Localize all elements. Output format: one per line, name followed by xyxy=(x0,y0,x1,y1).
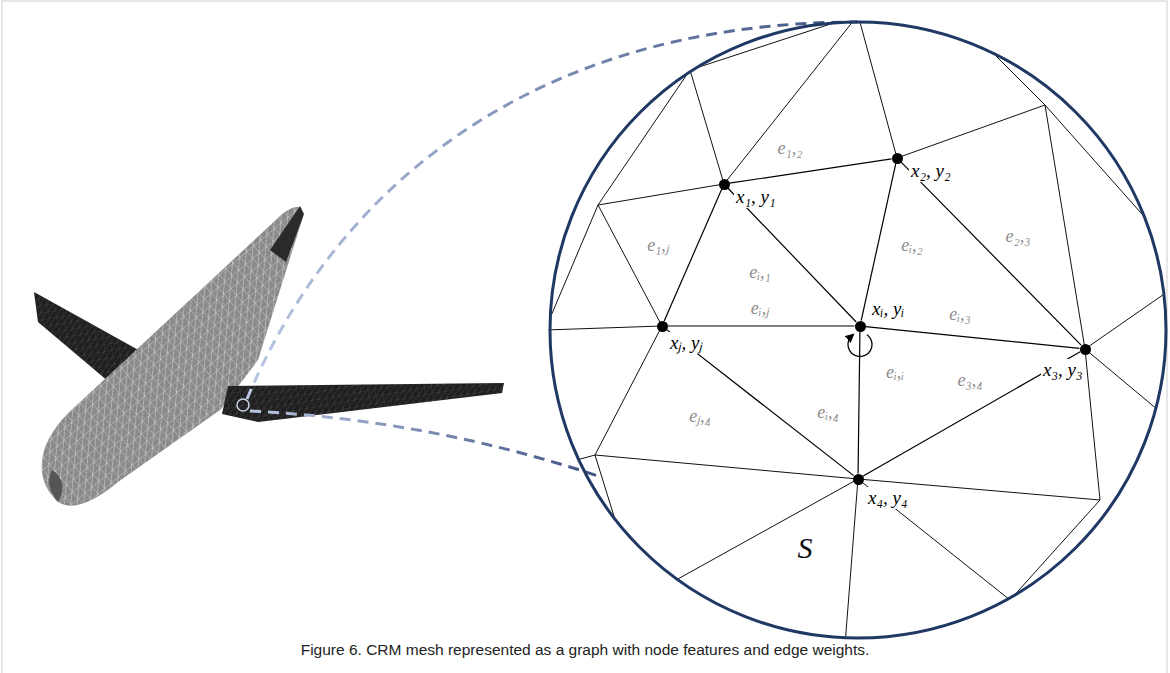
figure-caption: Figure 6. CRM mesh represented as a grap… xyxy=(0,641,1170,659)
zoom-circle xyxy=(550,22,1166,638)
mesh-line xyxy=(540,455,595,470)
edge-weight-label: eᵢ,₂ xyxy=(899,235,925,256)
mesh-line xyxy=(1010,600,1040,650)
graph-edge xyxy=(729,159,891,183)
zoom-leader xyxy=(250,411,598,476)
vertex-label: xᵢ, yᵢ xyxy=(870,298,906,320)
edge-weight-label: e₂,₃ xyxy=(1003,226,1032,247)
mesh-line xyxy=(545,326,662,330)
aircraft-mesh xyxy=(34,206,504,506)
mesh-vertex: x₄, y₄ xyxy=(853,474,864,485)
mesh-line xyxy=(1085,290,1170,349)
edge-weight-label: eᵢ,ⱼ xyxy=(749,298,771,319)
mesh-vertex: x₃, y₃ xyxy=(1080,344,1091,355)
mesh-line xyxy=(960,20,1045,105)
vertex-label: x₃, y₃ xyxy=(1041,359,1085,381)
mesh-line xyxy=(845,479,858,645)
mesh-line xyxy=(598,70,690,205)
mesh-line xyxy=(640,479,858,600)
mesh-vertex: x₁, y₁ xyxy=(719,179,730,190)
edge-weight-label: eᵢ,₁ xyxy=(747,262,773,283)
graph-edge xyxy=(901,162,1081,345)
mesh-line xyxy=(598,205,662,326)
graph-edge xyxy=(728,188,856,322)
mesh-line xyxy=(724,15,858,184)
edge-weight-label: eᵢ,ᵢ xyxy=(884,362,906,383)
vertex-label: x₄, y₄ xyxy=(866,487,910,509)
mesh-line xyxy=(598,184,724,205)
mesh-line xyxy=(897,105,1045,158)
graph-edge xyxy=(858,332,860,474)
graph-edge xyxy=(668,325,855,326)
graph-edge xyxy=(865,327,1079,349)
mesh-line xyxy=(1085,349,1100,500)
edge-weight-label: eᵢ,₄ xyxy=(815,402,841,423)
edge-weight-label: e₁,ⱼ xyxy=(645,235,671,256)
edge-weight-label: e₁,₂ xyxy=(775,138,804,159)
edge-weight-label: eⱼ,₄ xyxy=(687,406,713,427)
mesh-line xyxy=(858,15,897,158)
zoom-leader xyxy=(247,22,858,399)
edge-weight-label: e₃,₄ xyxy=(955,370,984,391)
mesh-line xyxy=(1045,105,1085,349)
mesh-vertex: xᵢ, yᵢ xyxy=(855,321,866,332)
graph-edge xyxy=(664,189,722,321)
vertex-label: xⱼ, yⱼ xyxy=(668,332,704,354)
mesh-vertex: xⱼ, yⱼ xyxy=(657,321,668,332)
mesh-line xyxy=(690,70,724,184)
mesh-line xyxy=(545,205,598,330)
mesh-line xyxy=(1085,349,1170,420)
mesh-vertex: x₂, y₂ xyxy=(892,153,903,164)
graph-edge xyxy=(666,329,853,475)
domain-symbol: S xyxy=(798,531,813,565)
mesh-line xyxy=(858,479,1010,600)
mesh-line xyxy=(595,455,640,600)
mesh-lines xyxy=(540,15,1170,660)
vertex-label: x₂, y₂ xyxy=(909,160,953,182)
vertex-label: x₁, y₁ xyxy=(734,186,778,208)
mesh-line xyxy=(1010,500,1100,600)
edge-weight-label: eᵢ,₃ xyxy=(947,304,973,325)
mesh-line xyxy=(595,326,662,455)
mesh-line xyxy=(595,455,858,479)
